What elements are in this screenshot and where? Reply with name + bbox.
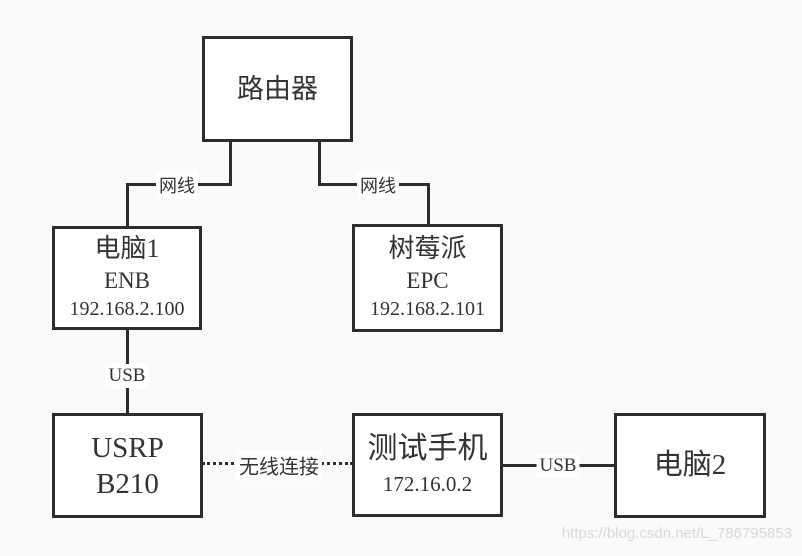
edge-label-usb-left: USB: [105, 364, 149, 388]
connector-router-to-pc1-drop: [126, 183, 129, 228]
node-usrp: USRP B210: [52, 413, 203, 518]
node-test-phone-ip: 172.16.0.2: [382, 472, 473, 496]
node-computer2: 电脑2: [614, 413, 766, 518]
connector-router-to-rpi-drop: [427, 183, 430, 226]
node-raspberry-pi-ip: 192.168.2.101: [370, 298, 485, 320]
node-raspberry-pi: 树莓派 EPC 192.168.2.101: [352, 224, 503, 332]
node-computer1-label: 电脑1: [94, 234, 160, 263]
node-raspberry-pi-label: 树莓派: [388, 234, 467, 263]
node-router: 路由器: [202, 36, 353, 142]
edge-label-cable-left: 网线: [156, 171, 198, 199]
node-test-phone: 测试手机 172.16.0.2: [352, 413, 503, 517]
connector-router-to-rpi-vertical: [318, 140, 321, 186]
connector-router-to-pc1-vertical: [229, 140, 232, 186]
edge-label-cable-right: 网线: [357, 171, 399, 199]
node-computer1-ip: 192.168.2.100: [69, 298, 185, 320]
node-router-label: 路由器: [237, 73, 318, 104]
node-raspberry-pi-role: EPC: [406, 268, 449, 293]
node-computer2-label: 电脑2: [653, 449, 727, 482]
node-usrp-model: B210: [96, 467, 159, 500]
node-computer1: 电脑1 ENB 192.168.2.100: [52, 226, 202, 330]
node-computer1-role: ENB: [104, 268, 150, 293]
edge-label-usb-right: USB: [536, 454, 580, 478]
node-usrp-label: USRP: [91, 431, 164, 464]
node-test-phone-label: 测试手机: [367, 432, 488, 465]
edge-label-wireless: 无线连接: [236, 449, 322, 481]
watermark: https://blog.csdn.net/L_786795853: [561, 525, 792, 542]
